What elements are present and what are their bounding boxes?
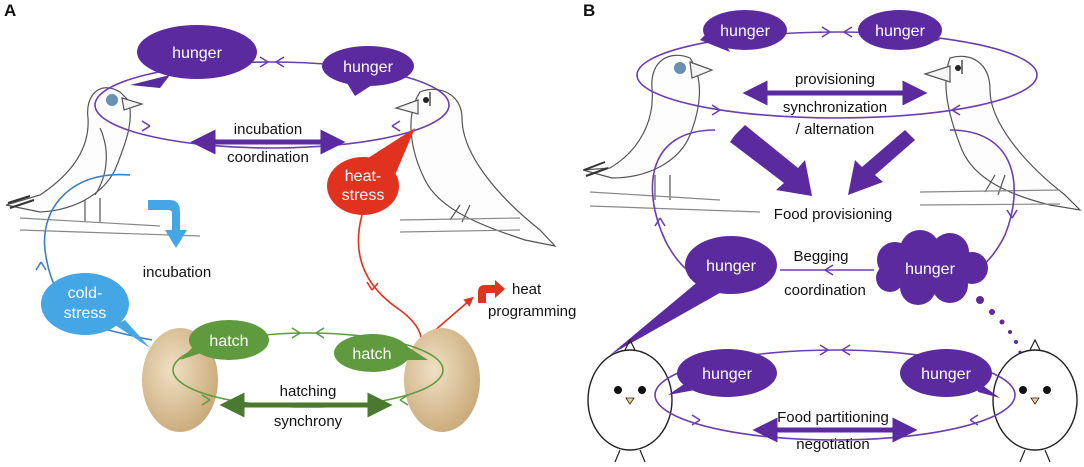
- egg-left: [142, 328, 218, 432]
- cold-arrowhead: [35, 261, 47, 271]
- coordination-label-b: coordination: [784, 282, 866, 299]
- incubation-label: incubation: [234, 121, 302, 138]
- food-partitioning-label: Food partitioning: [777, 409, 889, 426]
- adult-bird-left-a: [5, 87, 201, 237]
- hunger-text: hunger: [172, 45, 222, 62]
- hunger-text: hunger: [921, 366, 971, 383]
- hatch-text: hatch: [352, 346, 391, 363]
- outer-arrowhead-left: [654, 217, 666, 227]
- panel-a-label: A: [4, 1, 16, 20]
- prov-arrowhead-top: [821, 26, 853, 38]
- prov-arrowhead-right: [951, 104, 961, 116]
- speech-bubble-hunger-chick-right: hunger: [900, 349, 1000, 398]
- adult-bird-right-b: [919, 55, 1082, 211]
- speech-bubble-cold-stress: cold- stress: [41, 273, 150, 348]
- part-arrowhead-left: [691, 414, 701, 426]
- adult-bird-left-b: [582, 54, 761, 213]
- hunger-text: hunger: [905, 261, 955, 278]
- speech-bubble-hunger-parent-left: hunger: [700, 10, 787, 52]
- negotiation-label: negotiation: [796, 436, 869, 453]
- begging-label: Begging: [793, 248, 848, 265]
- programming-label: programming: [488, 303, 576, 320]
- synchrony-label: synchrony: [274, 413, 343, 430]
- part-arrowhead-right: [969, 414, 979, 426]
- speech-bubble-hatch-right: hatch: [334, 334, 428, 372]
- part-arrowhead-top: [819, 344, 851, 356]
- incubation-text: incubation: [143, 264, 211, 281]
- speech-bubble-heat-stress: heat- stress: [327, 128, 415, 215]
- coordination-label: coordination: [227, 149, 309, 166]
- cold-stress-line2: stress: [64, 305, 107, 322]
- speech-bubble-hunger-right-a: hunger: [322, 46, 414, 96]
- adult-bird-right-a: [394, 88, 557, 247]
- hatch-arrowhead-right: [399, 394, 409, 406]
- heat-arrowhead: [366, 281, 379, 291]
- hunger-text: hunger: [706, 258, 756, 275]
- cold-stress-path: [43, 173, 153, 341]
- speech-cloud-hunger-begging-right: hunger: [876, 230, 988, 305]
- heat-stress-line1: heat-: [345, 168, 381, 185]
- egg-right: [404, 328, 480, 432]
- alternation-label: / alternation: [796, 121, 874, 138]
- prov-arrowhead-left: [711, 104, 721, 116]
- panel-b-label: B: [583, 1, 595, 20]
- thought-trail-dots: [976, 296, 1022, 354]
- food-arrow-left: [730, 125, 812, 196]
- loop-arrowhead-right: [391, 120, 401, 132]
- loop-arrowhead-left: [141, 120, 151, 132]
- outer-arrowhead-right: [1006, 209, 1018, 219]
- cold-stress-line1: cold-: [68, 285, 103, 302]
- speech-bubble-hunger-parent-right: hunger: [858, 10, 942, 50]
- provisioning-label: provisioning: [795, 71, 875, 88]
- hatch-text: hatch: [209, 333, 248, 350]
- heat-bent-arrow: [478, 280, 505, 303]
- hatching-label: hatching: [280, 383, 337, 400]
- hatch-arrowhead-top: [291, 327, 325, 339]
- incubation-bent-arrow: [148, 200, 187, 248]
- heat-label: heat: [512, 281, 542, 298]
- food-arrow-right: [848, 130, 915, 195]
- chick-left: [587, 338, 673, 463]
- hunger-text: hunger: [343, 59, 393, 76]
- food-provisioning-label: Food provisioning: [774, 206, 892, 223]
- speech-bubble-hatch-left: hatch: [180, 320, 269, 360]
- heat-stress-path: [357, 214, 422, 346]
- hatch-arrowhead-left: [201, 394, 211, 406]
- hunger-text: hunger: [875, 23, 925, 40]
- loop-arrowhead-top: [259, 56, 285, 68]
- hunger-text: hunger: [720, 23, 770, 40]
- provisioning-loop: [636, 31, 1038, 119]
- speech-bubble-hunger-left-a: hunger: [130, 25, 257, 88]
- speech-bubble-hunger-chick-left: hunger: [668, 349, 777, 397]
- chick-right: [992, 338, 1078, 463]
- hunger-text: hunger: [702, 366, 752, 383]
- heat-stress-line2: stress: [342, 187, 385, 204]
- begging-arrowhead: [824, 264, 834, 276]
- speech-bubble-hunger-begging-left: hunger: [610, 236, 777, 355]
- synchronization-label: synchronization: [783, 99, 887, 116]
